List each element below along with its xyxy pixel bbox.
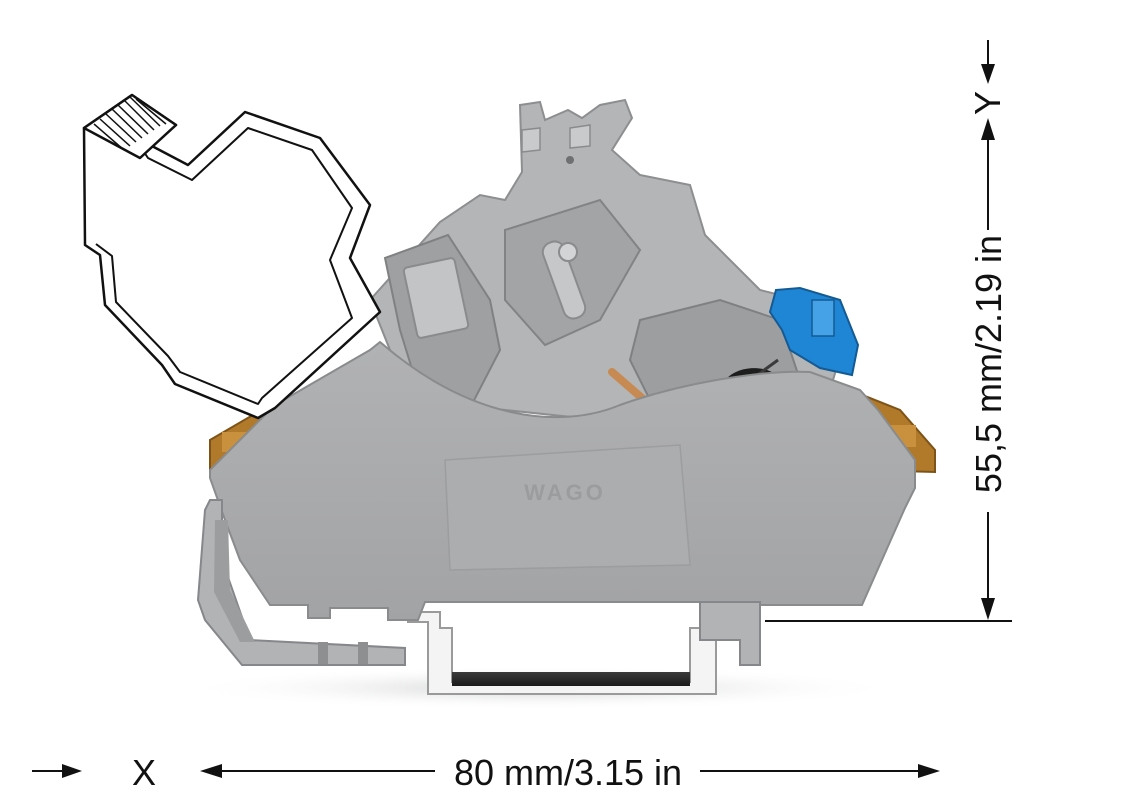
x-axis-label: X [132,752,156,793]
din-rail [407,611,739,695]
y-axis-indicator: Y [967,40,1008,115]
upper-housing [368,98,847,422]
fuse-plug-outline [82,93,382,420]
x-axis-indicator: X [32,752,156,793]
width-dimension: 80 mm/3.15 in [200,752,940,793]
height-dimension-label: 55,5 mm/2.19 in [968,235,1009,493]
mounting-foot-left [196,499,406,666]
knurled-knob [82,93,178,160]
mounting-foot-right [699,601,761,666]
width-dimension-label: 80 mm/3.15 in [454,752,682,793]
height-dimension: 55,5 mm/2.19 in [765,118,1012,622]
y-axis-label: Y [967,91,1008,115]
blue-operating-lever [768,286,860,377]
front-housing: WAGO [209,340,916,621]
embossed-logo: WAGO [524,480,606,505]
